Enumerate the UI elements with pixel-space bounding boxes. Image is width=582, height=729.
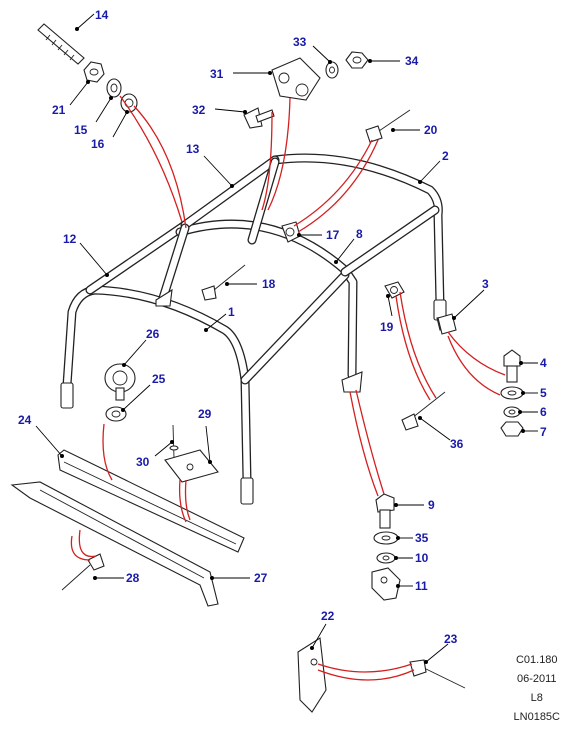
bolt-4-icon: [503, 349, 521, 383]
bracket-11-icon: [371, 567, 401, 601]
rivet-18-icon: [201, 264, 246, 301]
nut-7-icon: [500, 421, 524, 437]
callout-2: 2: [442, 149, 449, 163]
washer-15-icon: [106, 78, 122, 98]
callout-24: 24: [18, 413, 32, 427]
nut-34-icon: [345, 51, 369, 69]
callout-21: 21: [52, 103, 66, 117]
reference-code: C01.180: [515, 654, 558, 666]
bracket-3-icon: [437, 313, 457, 335]
callout-3: 3: [482, 277, 489, 291]
washer-33-icon: [325, 61, 339, 79]
rail-27-icon: [10, 481, 219, 607]
callout-12: 12: [63, 232, 77, 246]
callout-11: 11: [415, 579, 428, 593]
callout-1: 1: [228, 305, 235, 319]
callout-17: 17: [326, 228, 340, 242]
callout-35: 35: [415, 531, 429, 545]
callout-18: 18: [262, 277, 276, 291]
callout-14: 14: [95, 8, 109, 22]
washer-5-icon: [500, 386, 524, 400]
rivet-36-icon: [401, 391, 446, 431]
rivet-20-icon: [365, 109, 411, 143]
callout-23: 23: [444, 632, 458, 646]
callout-29: 29: [198, 407, 212, 421]
reference-block: C01.180 06-2011 L8 LN0185C: [514, 651, 560, 727]
callout-19: 19: [380, 320, 394, 334]
callout-13: 13: [186, 142, 200, 156]
callout-4: 4: [540, 356, 547, 370]
clip-19-icon: [384, 281, 405, 299]
callout-7: 7: [540, 425, 547, 439]
callout-5: 5: [540, 386, 547, 400]
clamp-31-icon: [271, 57, 321, 101]
reference-line: L8: [530, 692, 543, 704]
callout-31: 31: [210, 67, 224, 81]
assembly-lines: [70, 95, 506, 681]
callout-22: 22: [321, 609, 335, 623]
washer-35-icon: [373, 531, 399, 545]
callout-20: 20: [424, 123, 438, 137]
callout-6: 6: [540, 405, 547, 419]
reference-date: 06-2011: [516, 673, 557, 685]
roll-cage-frame: [60, 153, 453, 505]
callout-15: 15: [74, 123, 88, 137]
rivet-23-icon: [409, 659, 466, 689]
callout-30: 30: [136, 455, 150, 469]
rail-24-icon: [57, 449, 245, 553]
callout-33: 33: [293, 35, 307, 49]
callout-10: 10: [415, 551, 429, 565]
washer-6-icon: [503, 406, 521, 418]
bolt-14-icon: [37, 23, 85, 65]
callout-34: 34: [405, 54, 419, 68]
bolt-9-icon: [375, 493, 395, 529]
callout-32: 32: [192, 103, 206, 117]
nut-21-icon: [83, 61, 105, 83]
plate-29-icon: [164, 449, 219, 483]
screw-32-icon: [243, 107, 275, 129]
reference-drawing: LN0185C: [513, 711, 560, 723]
washer-25-icon: [105, 406, 127, 422]
callout-16: 16: [91, 137, 105, 151]
callouts: 14 21 15 16 33 34 31 32 20 2 13 17: [18, 8, 547, 664]
callout-8: 8: [356, 227, 363, 241]
callout-28: 28: [126, 571, 140, 585]
callout-26: 26: [146, 327, 160, 341]
callout-9: 9: [428, 498, 435, 512]
washer-10-icon: [376, 552, 396, 564]
callout-27: 27: [254, 571, 268, 585]
callout-25: 25: [152, 372, 166, 386]
callout-36: 36: [450, 437, 464, 451]
eyebolt-26-icon: [104, 363, 136, 401]
